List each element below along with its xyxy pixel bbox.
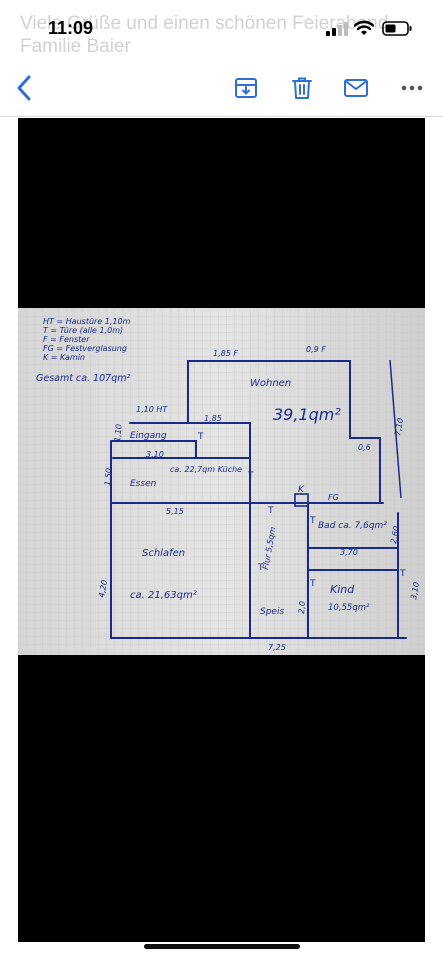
dim-370: 3,70	[340, 548, 358, 557]
dim-515: 5,15	[166, 507, 184, 516]
door-mark: T	[247, 471, 254, 481]
dim-310: 3,10	[146, 450, 164, 459]
archive-button[interactable]	[230, 72, 262, 104]
dim-top-left: 1,85 F	[213, 349, 238, 358]
home-indicator[interactable]	[144, 944, 300, 949]
more-icon	[401, 85, 423, 91]
status-bar: Viele Grüße und einen schönen Feierabend…	[0, 0, 443, 60]
legend-f: F = Fenster	[43, 335, 90, 344]
dim-710: 7,10	[393, 417, 405, 436]
dim-110: 1,10	[113, 424, 124, 443]
room-bad: Bad ca. 7,6qm²	[318, 521, 387, 531]
dim-150: 1,50	[103, 468, 114, 487]
dim-06: 0,6	[358, 443, 371, 452]
legend-k: K = Kamin	[43, 353, 85, 362]
dim-185: 1,85	[204, 414, 222, 423]
chimney-marker	[294, 493, 309, 507]
more-button[interactable]	[396, 72, 428, 104]
dim-front-door: 1,10 HT	[136, 405, 168, 414]
room-kind: Kind	[330, 583, 355, 596]
room-schlafen-area: ca. 21,63qm²	[130, 590, 197, 601]
legend-t: T = Türe (alle 1,0m)	[43, 326, 123, 335]
door-mark: T	[309, 579, 316, 589]
trash-icon	[292, 77, 312, 99]
door-mark: T	[399, 569, 406, 579]
door-mark: T	[197, 432, 204, 442]
door-mark: T	[309, 516, 316, 526]
room-kind-area: 10,55qm²	[328, 603, 370, 613]
dim-20: 2,0	[297, 601, 307, 614]
chevron-left-icon	[17, 75, 31, 101]
mail-icon	[344, 79, 368, 97]
wifi-icon	[354, 20, 374, 35]
legend-fg: FG = Festverglasung	[43, 344, 127, 353]
status-time: 11:09	[48, 18, 94, 38]
background-message: Viele Grüße und einen schönen Feierabend…	[20, 13, 389, 57]
plan-walls	[110, 360, 407, 639]
dim-260: 2,60	[389, 525, 401, 544]
battery-icon	[382, 21, 412, 36]
dim-420: 4,20	[97, 579, 109, 598]
room-wohnen: Wohnen	[250, 378, 291, 389]
room-schlafen: Schlafen	[142, 548, 185, 559]
door-mark: T	[267, 506, 274, 516]
archive-icon	[235, 78, 257, 98]
door-mark: T	[257, 563, 264, 573]
cellular-signal-icon	[326, 22, 348, 36]
dim-310-right: 3,10	[409, 581, 421, 600]
floor-plan-photo: HT = Haustüre 1,10m T = Türe (alle 1,0m)…	[18, 308, 425, 655]
floor-plan-sketch: HT = Haustüre 1,10m T = Türe (alle 1,0m)…	[18, 308, 425, 655]
back-button[interactable]	[8, 72, 40, 104]
mail-toolbar	[0, 60, 443, 117]
delete-button[interactable]	[286, 72, 318, 104]
chimney-label: K	[298, 485, 305, 495]
dim-top-right: 0,9 F	[306, 345, 326, 354]
room-wohnen-area: 39,1qm²	[273, 405, 341, 424]
legend-ht: HT = Haustüre 1,10m	[43, 317, 131, 326]
total-area: Gesamt ca. 107qm²	[36, 373, 130, 384]
dim-725: 7,25	[268, 643, 286, 652]
reply-mail-button[interactable]	[340, 72, 372, 104]
dimension-line	[389, 359, 402, 499]
room-speis: Speis	[260, 607, 284, 617]
room-eingang: Eingang	[130, 431, 167, 441]
room-kueche-area: ca. 22,7qm Küche	[170, 465, 242, 474]
room-essen: Essen	[130, 479, 157, 489]
fixed-glazing-label: FG	[328, 493, 339, 502]
image-viewer[interactable]: HT = Haustüre 1,10m T = Türe (alle 1,0m)…	[18, 118, 425, 942]
